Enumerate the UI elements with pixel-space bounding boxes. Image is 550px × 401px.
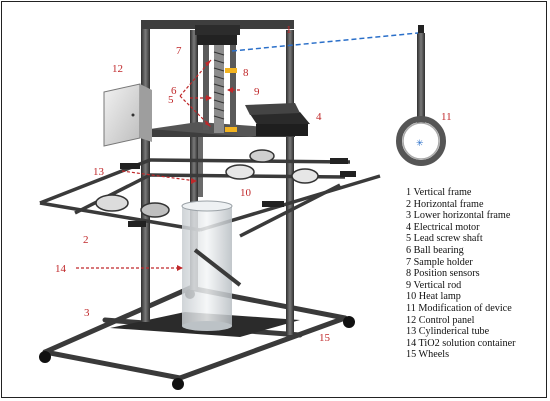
callout-2: 2 [83,234,89,246]
callout-10: 10 [240,187,252,199]
callout-7: 7 [176,45,182,57]
lead-screw-assembly [195,25,240,133]
callout-15: 15 [319,332,331,344]
legend-item: 8 Position sensors [406,268,480,280]
callout-6: 6 [171,85,177,97]
callout-11: 11 [441,111,452,123]
callout-8: 8 [243,67,249,79]
vertical-rod [198,137,203,197]
svg-text:✳: ✳ [416,139,424,149]
legend-item: 11 Modification of device [406,302,512,314]
position-sensor-top [225,68,237,73]
callout-3: 3 [84,307,90,319]
callout-9: 9 [254,86,260,98]
legend: 1 Vertical frame 2 Horizontal frame 3 Lo… [406,187,546,361]
legend-item: 5 Lead screw shaft [406,233,483,245]
callout-arrowheads [177,60,233,271]
legend-item: 15 Wheels [406,349,450,361]
control-panel [103,83,152,147]
callout-12: 12 [112,63,123,75]
legend-item: 4 Electrical motor [406,221,480,233]
legend-item: 3 Lower horizontal frame [406,210,511,222]
electrical-motor [245,103,310,136]
horizontal-frame-clamps [120,158,356,227]
callout-14: 14 [55,263,67,275]
modification-of-device: ✳ [396,25,446,166]
heat-lamps [95,149,319,218]
position-sensor-bottom [225,127,237,132]
legend-item: 13 Cylinderical tube [406,326,490,338]
legend-item: 1 Vertical frame [406,187,472,198]
legend-item: 7 Sample holder [406,256,473,268]
cylindrical-tube [193,248,242,287]
legend-item: 2 Horizontal frame [406,198,484,210]
legend-item: 10 Heat lamp [406,291,461,303]
legend-item: 14 TiO2 solution container [406,337,516,349]
legend-item: 12 Control panel [406,314,475,326]
sample-holder-top [195,25,240,35]
callout-5: 5 [168,94,174,106]
legend-item: 6 Ball bearing [406,244,464,256]
tio2-solution-container [181,200,233,331]
callout-13: 13 [93,166,105,178]
callout-4: 4 [316,111,322,123]
callout-1: 1 [286,24,292,36]
legend-item: 9 Vertical rod [406,279,462,291]
blue-dashed-link [231,32,419,52]
